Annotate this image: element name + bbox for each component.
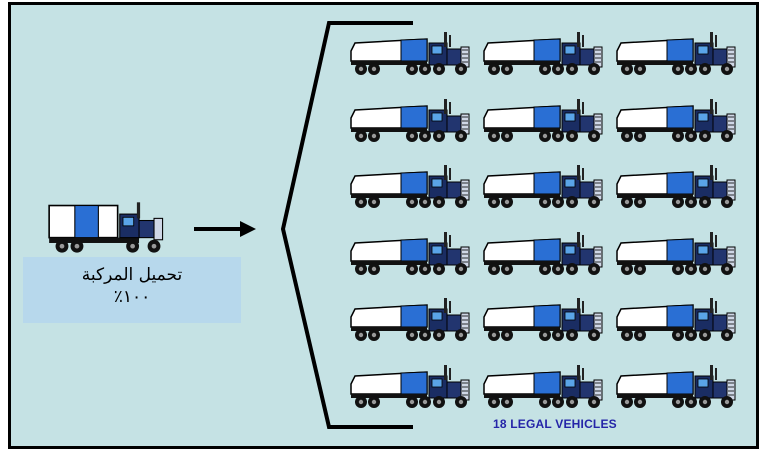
legal-vehicles-caption: 18 LEGAL VEHICLES bbox=[493, 417, 617, 431]
semi-truck-icon bbox=[350, 297, 470, 342]
diagram-frame: تحميل المركبة ١٠٠٪ 18 LEGAL VEHICLES bbox=[8, 2, 759, 449]
semi-truck-icon bbox=[483, 297, 603, 342]
semi-truck-icon bbox=[483, 230, 603, 276]
arrow-right-icon bbox=[194, 221, 256, 237]
semi-truck-icon bbox=[483, 363, 603, 409]
semi-truck-icon bbox=[350, 164, 470, 209]
semi-truck-icon bbox=[616, 363, 736, 409]
semi-truck-icon bbox=[616, 31, 736, 76]
semi-truck-icon bbox=[616, 164, 736, 209]
semi-truck-icon bbox=[350, 31, 470, 76]
semi-truck-icon bbox=[350, 97, 470, 143]
semi-truck-icon bbox=[350, 230, 470, 276]
semi-truck-icon bbox=[350, 363, 470, 409]
semi-truck-icon bbox=[483, 164, 603, 209]
grouping-bracket bbox=[281, 21, 413, 429]
legal-vehicles-grid bbox=[11, 5, 756, 446]
label-line-1: تحميل المركبة bbox=[81, 265, 183, 285]
semi-truck-icon bbox=[616, 97, 736, 143]
vehicle-load-label: تحميل المركبة ١٠٠٪ bbox=[23, 257, 241, 323]
semi-truck-icon bbox=[616, 230, 736, 276]
semi-truck-icon bbox=[483, 31, 603, 76]
semi-truck-icon bbox=[616, 297, 736, 342]
label-line-2: ١٠٠٪ bbox=[113, 287, 151, 307]
semi-truck-icon bbox=[483, 97, 603, 143]
